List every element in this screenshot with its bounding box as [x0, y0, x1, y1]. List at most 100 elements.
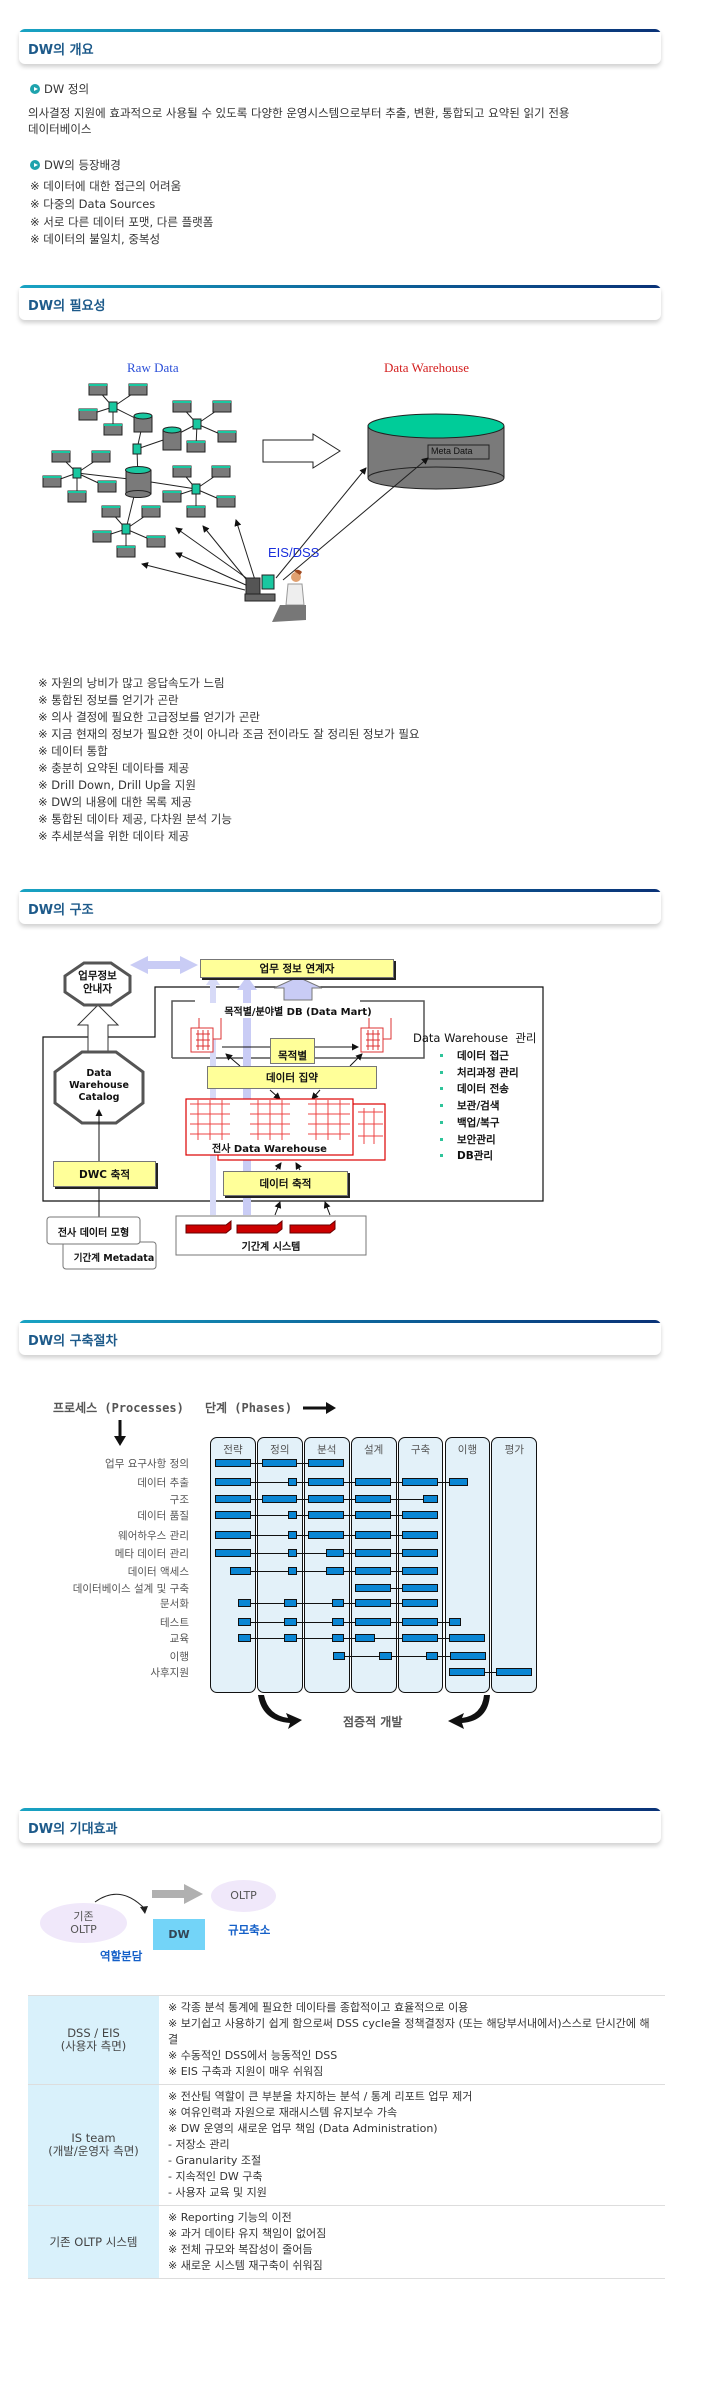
- raw-data-network-diagram: [42, 383, 505, 622]
- process-bar: [287, 1567, 298, 1575]
- process-connector: [238, 1622, 462, 1623]
- network-links: [51, 389, 228, 552]
- table-row: 기존 OLTP 시스템 ※ Reporting 기능의 이전※ 과거 데이타 유…: [28, 2205, 665, 2279]
- phase-label: 구축: [410, 1444, 431, 1456]
- need-item: ※ 충분히 요약된 데이타를 제공: [38, 761, 190, 775]
- section-header-procedure: DW의 구축절차: [19, 1320, 661, 1355]
- aggregation-box: 데이터 집약: [207, 1066, 377, 1089]
- process-bar: [284, 1634, 298, 1642]
- process-bar: [238, 1634, 251, 1642]
- need-item: ※ DW의 내용에 대한 목록 제공: [38, 795, 192, 809]
- process-bar: [287, 1511, 298, 1519]
- gray-right-arrow-icon: [152, 1884, 203, 1904]
- curved-arrow-icon: [94, 1893, 148, 1914]
- process-bar: [402, 1478, 438, 1486]
- eis-dss-label: EIS/DSS: [268, 545, 320, 560]
- effects-table: DSS / EIS(사용자 측면) ※ 각종 분석 통계에 필요한 데이타를 종…: [28, 1995, 665, 2279]
- process-bar: [402, 1567, 438, 1575]
- legacy-server-icons: [185, 1219, 336, 1234]
- need-item: ※ 지금 현재의 정보가 필요한 것이 아니라 조금 전이라도 잘 정리된 정보…: [38, 727, 420, 741]
- process-bar: [402, 1531, 438, 1539]
- background-item: ※ 데이터의 불일치, 중복성: [30, 232, 161, 246]
- management-item: 데이터 전송: [457, 1083, 509, 1096]
- process-bar: [402, 1599, 438, 1607]
- phase-column: 전략: [210, 1437, 256, 1693]
- process-label: 데이터베이스 설계 및 구축: [72, 1583, 189, 1595]
- process-bar: [449, 1618, 462, 1626]
- phase-label: 분석: [317, 1444, 337, 1456]
- double-arrow: [130, 956, 198, 974]
- need-item: ※ 데이터 통합: [38, 744, 108, 758]
- process-bar: [423, 1495, 438, 1503]
- management-item: 처리과정 관리: [457, 1066, 519, 1079]
- process-bar: [287, 1478, 298, 1486]
- process-bar: [214, 1478, 251, 1486]
- process-bar: [402, 1511, 438, 1519]
- process-bar: [496, 1668, 532, 1676]
- process-label: 데이터 추출: [137, 1477, 189, 1489]
- enterprise-dw-label: 전사 Data Warehouse: [212, 1144, 327, 1155]
- process-bar: [325, 1549, 345, 1557]
- phase-label: 평가: [504, 1444, 524, 1456]
- process-bar: [355, 1549, 392, 1557]
- definition-title: DW 정의: [44, 82, 90, 96]
- background-item: ※ 다중의 Data Sources: [30, 197, 156, 211]
- bullet-dot-icon: [440, 1120, 443, 1124]
- process-label: 메타 데이터 관리: [114, 1548, 189, 1560]
- process-label: 구조: [169, 1494, 189, 1506]
- person-at-computer-icon: [244, 569, 306, 622]
- section-header-structure: DW의 구조: [19, 889, 661, 924]
- meta-data-label: Meta Data: [431, 446, 473, 456]
- process-label: 업무 요구사항 정의: [105, 1458, 189, 1470]
- hollow-up-arrow: [76, 1004, 120, 1052]
- row-header: IS team(개발/운영자 측면): [28, 2084, 159, 2206]
- bullet-dot-icon: [440, 1154, 443, 1158]
- process-bar: [355, 1599, 392, 1607]
- process-bar: [355, 1634, 376, 1642]
- section-title: DW의 개요: [28, 43, 94, 58]
- incremental-label: 점증적 개발: [343, 1715, 403, 1729]
- management-item: DB관리: [457, 1150, 494, 1163]
- meta-data-box: [427, 444, 490, 460]
- incremental-arrows: [258, 1695, 490, 1729]
- bullet-dot-icon: [440, 1087, 443, 1091]
- purpose-box: 목적별: [270, 1038, 315, 1064]
- process-bar: [261, 1459, 298, 1467]
- process-bar: [325, 1567, 345, 1575]
- phases-label: 단계 (Phases): [205, 1401, 293, 1415]
- section-header-need: DW의 필요성: [19, 285, 661, 320]
- need-item: ※ Drill Down, Drill Up을 지원: [38, 778, 196, 792]
- process-bar: [238, 1599, 251, 1607]
- management-item: 백업/복구: [457, 1116, 500, 1129]
- raw-data-label: Raw Data: [127, 360, 179, 375]
- definition-line: 데이터베이스: [28, 122, 92, 136]
- background-title: DW의 등장배경: [44, 158, 121, 172]
- process-bar: [261, 1495, 298, 1503]
- process-bar: [214, 1459, 251, 1467]
- process-connector: [449, 1672, 532, 1673]
- process-bar: [287, 1549, 298, 1557]
- process-bar: [331, 1599, 345, 1607]
- curved-arrow-right-icon: [448, 1695, 490, 1729]
- process-bar: [402, 1618, 438, 1626]
- row-body: ※ Reporting 기능의 이전※ 과거 데이타 유지 책임이 없어짐※ 전…: [159, 2205, 665, 2279]
- process-bar: [450, 1652, 486, 1660]
- need-item: ※ 의사 결정에 필요한 고급정보를 얻기가 곤란: [38, 710, 261, 724]
- process-label: 이행: [169, 1651, 189, 1663]
- bullet-dot-icon: [440, 1070, 443, 1074]
- process-bar: [214, 1549, 251, 1557]
- section-title: DW의 구조: [28, 903, 94, 918]
- curved-arrow-left-icon: [258, 1695, 302, 1729]
- need-item: ※ 통합된 데이타 제공, 다차원 분석 기능: [38, 812, 232, 826]
- phase-label: 전략: [223, 1444, 243, 1456]
- phase-label: 정의: [270, 1444, 290, 1456]
- process-label: 테스트: [160, 1617, 189, 1629]
- process-bar: [287, 1531, 298, 1539]
- downsize-label: 규모축소: [228, 1923, 271, 1937]
- row-body: ※ 각종 분석 통계에 필요한 데이타를 종합적이고 효율적으로 이용※ 보기쉽…: [159, 1995, 665, 2085]
- processes-label: 프로세스 (Processes): [53, 1401, 184, 1415]
- dw-table-grids: [190, 1100, 383, 1144]
- process-connector: [332, 1656, 486, 1657]
